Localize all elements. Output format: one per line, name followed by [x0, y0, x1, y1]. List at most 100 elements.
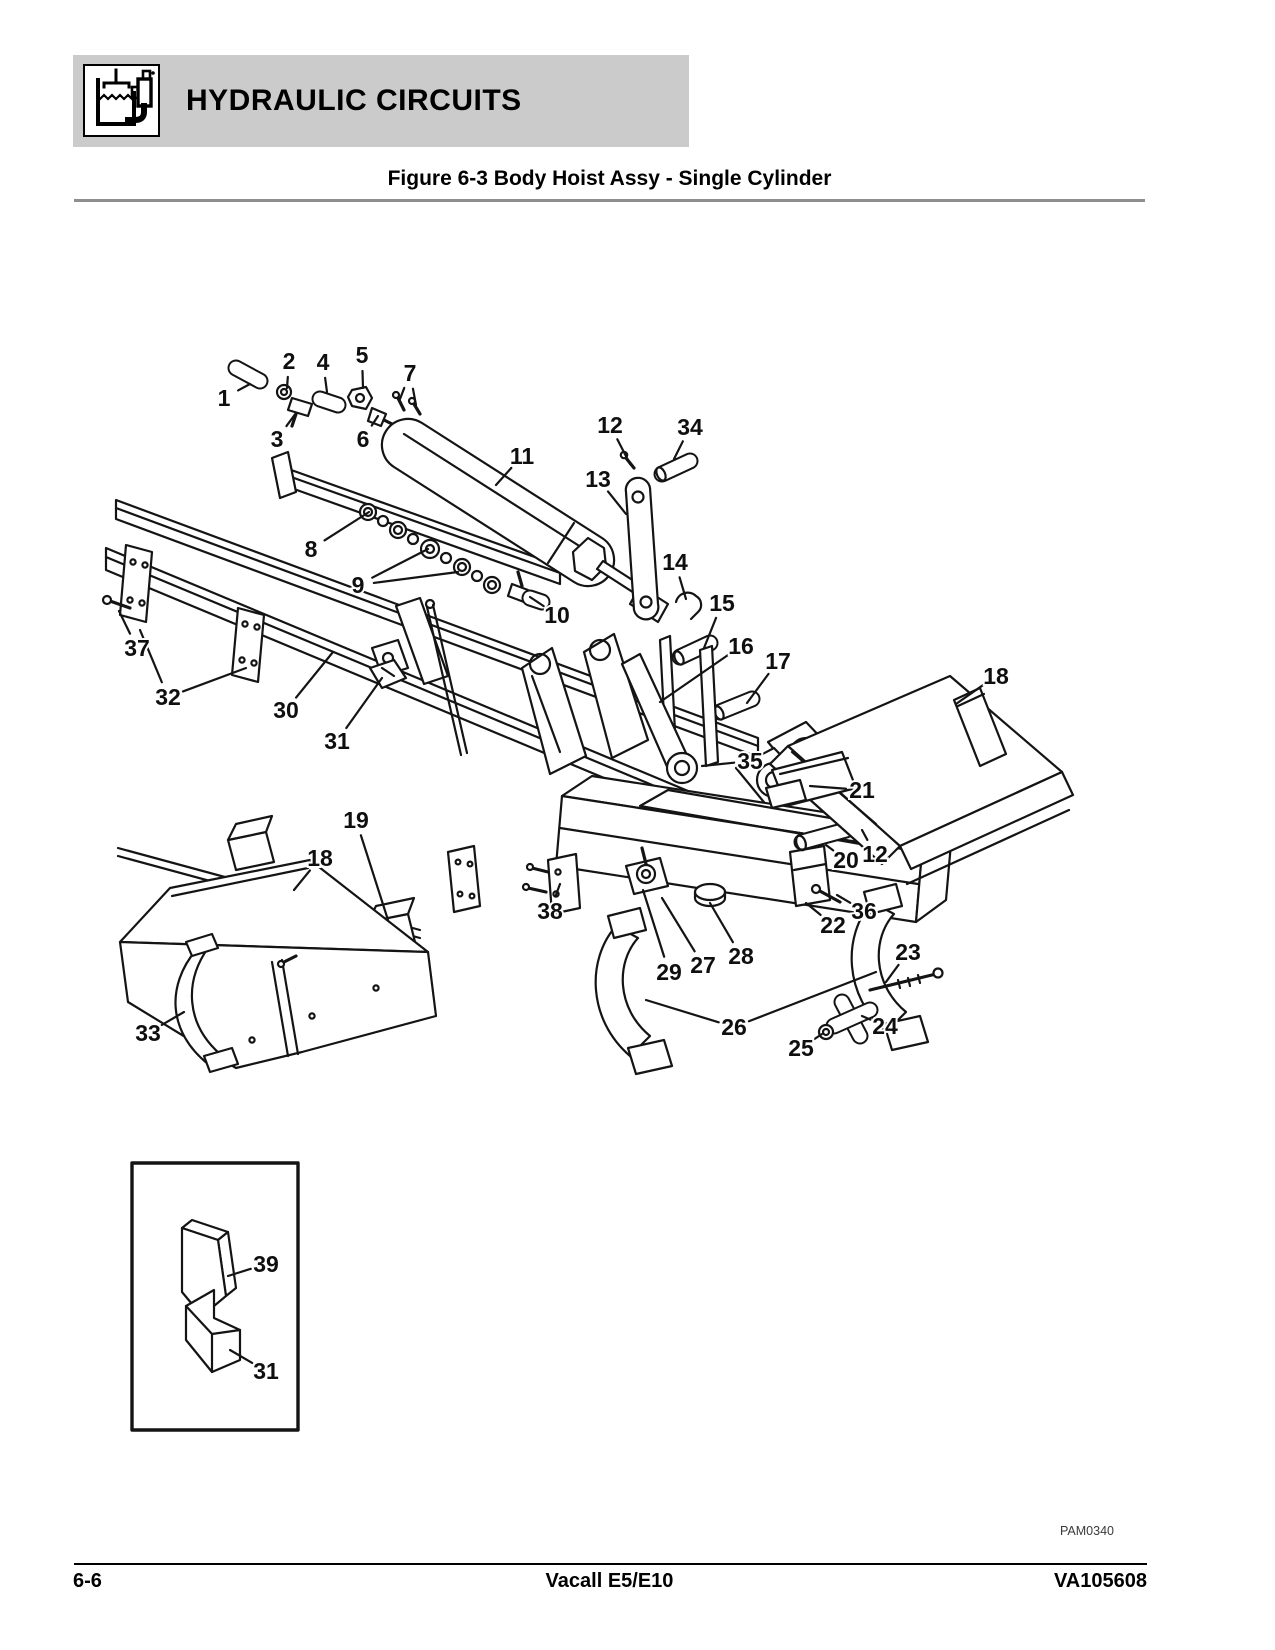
callout-leader-37 [117, 609, 132, 635]
callout-leader-32 [138, 628, 163, 684]
left-fender-group [116, 814, 438, 1074]
callout-leader-31 [345, 676, 384, 730]
callout-10: 10 [544, 602, 570, 628]
callout-leader-34 [672, 440, 684, 461]
callout-leader-18 [292, 869, 312, 892]
callout-31: 31 [253, 1358, 279, 1384]
callout-leader-6 [370, 414, 380, 427]
callout-leader-24 [860, 1014, 872, 1021]
footer-model: Vacall E5/E10 [545, 1570, 674, 1592]
lift-link-and-pins [619, 450, 703, 621]
callout-leader-39 [226, 1267, 252, 1278]
callout-33: 33 [135, 1020, 161, 1046]
callout-leader-12 [616, 438, 632, 466]
callout-20: 20 [833, 847, 859, 873]
callout-leader-1 [236, 382, 252, 392]
callout-13: 13 [585, 466, 611, 492]
callout-leader-2 [285, 375, 289, 390]
callout-leader-9 [372, 570, 460, 585]
callout-leader-19 [359, 834, 390, 922]
callout-23: 23 [895, 939, 921, 965]
callout-leader-33 [160, 1010, 186, 1027]
callout-leader-20 [824, 843, 835, 852]
callout-32: 32 [155, 684, 181, 710]
callout-5: 5 [356, 342, 369, 368]
callout-leader-17 [745, 672, 770, 705]
callout-leader-3 [285, 411, 298, 428]
callout-3: 3 [271, 426, 284, 452]
tie-plates [101, 543, 266, 684]
callout-29: 29 [656, 959, 682, 985]
callout-2: 2 [283, 348, 296, 374]
callout-leader-14 [678, 576, 688, 601]
callout-31: 31 [324, 728, 350, 754]
callout-18: 18 [983, 663, 1009, 689]
callout-26: 26 [721, 1014, 747, 1040]
callout-leader-26 [747, 970, 878, 1023]
callout-leader-18 [954, 684, 984, 706]
footer-document-number: VA105608 [1053, 1570, 1147, 1592]
callout-leader-5 [361, 369, 365, 390]
callout-21: 21 [849, 777, 875, 803]
callout-7: 7 [404, 360, 417, 386]
callout-leader-38 [554, 882, 562, 898]
section-title: HYDRAULIC CIRCUITS [186, 84, 522, 117]
callout-12: 12 [862, 841, 888, 867]
callout-37: 37 [124, 635, 150, 661]
figure-caption: Figure 6-3 Body Hoist Assy - Single Cyli… [387, 167, 832, 190]
callout-leader-7 [398, 386, 406, 401]
section-banner: HYDRAULIC CIRCUITS [73, 55, 689, 147]
callout-leader-12 [860, 828, 869, 842]
callout-leader-13 [606, 490, 628, 516]
safety-hooks [594, 882, 930, 1076]
callout-6: 6 [357, 426, 370, 452]
callout-leader-31 [228, 1348, 254, 1365]
pivot-pins [671, 634, 761, 721]
callout-30: 30 [273, 697, 299, 723]
callout-34: 34 [677, 414, 703, 440]
callout-leader-28 [708, 901, 735, 944]
callout-leader-21 [808, 784, 848, 790]
callout-15: 15 [709, 590, 735, 616]
part-31-chock [184, 1288, 242, 1374]
callout-14: 14 [662, 549, 688, 575]
hydraulic-reservoir-icon [83, 64, 160, 137]
callout-18: 18 [307, 845, 333, 871]
callout-leader-32 [181, 666, 248, 693]
title-rule [74, 199, 1145, 202]
callout-leader-16 [658, 653, 729, 704]
callout-8: 8 [305, 536, 318, 562]
callout-39: 39 [253, 1251, 279, 1277]
callout-leader-25 [813, 1032, 824, 1041]
callout-leader-26 [644, 998, 720, 1024]
callout-24: 24 [872, 1013, 898, 1039]
callout-leader-11 [494, 466, 513, 487]
callout-leader-4 [324, 376, 329, 394]
callout-28: 28 [728, 943, 754, 969]
callout-16: 16 [728, 633, 754, 659]
callout-36: 36 [851, 898, 877, 924]
right-fender [764, 674, 1075, 886]
callout-leader-15 [702, 616, 718, 650]
callout-4: 4 [317, 349, 330, 375]
image-code: PAM0340 [1060, 1524, 1114, 1538]
callout-leader-30 [294, 650, 335, 699]
callout-9: 9 [352, 572, 365, 598]
callout-35: 35 [737, 748, 763, 774]
callout-leader-29 [641, 888, 666, 958]
callout-leader-35 [700, 761, 736, 768]
callout-25: 25 [788, 1035, 814, 1061]
footer-rule [74, 1563, 1147, 1565]
bolster-hardware [446, 815, 944, 1045]
callout-leader-22 [804, 901, 822, 916]
callout-11: 11 [510, 443, 535, 469]
callout-27: 27 [690, 952, 716, 978]
callout-17: 17 [765, 648, 791, 674]
callout-leader-36 [835, 893, 852, 904]
channel-beam [270, 450, 562, 586]
callout-19: 19 [343, 807, 369, 833]
callout-38: 38 [537, 898, 563, 924]
